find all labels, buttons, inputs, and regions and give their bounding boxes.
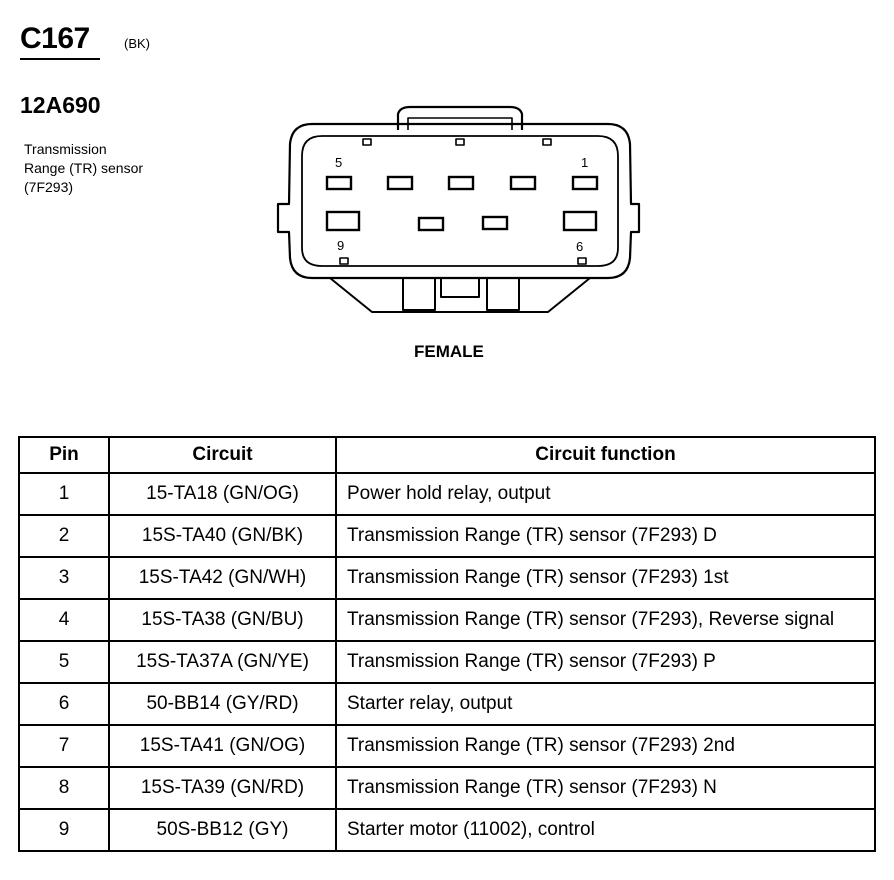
connector-diagram: 5 1 9 6 xyxy=(276,105,641,313)
connector-latch xyxy=(396,105,524,130)
pin-cavity-2 xyxy=(509,175,537,191)
circuit-code: 50S-BB12 (GY) xyxy=(108,808,337,852)
circuit-code: 15S-TA37A (GN/YE) xyxy=(108,640,337,684)
circuit-function: Transmission Range (TR) sensor (7F293) N xyxy=(335,766,876,810)
connector-tab-center xyxy=(440,277,480,298)
pin-number: 1 xyxy=(18,472,110,516)
pin-number: 6 xyxy=(18,682,110,726)
pin-label-6: 6 xyxy=(576,239,583,254)
circuit-code: 15S-TA40 (GN/BK) xyxy=(108,514,337,558)
connector-tab-left xyxy=(402,277,436,311)
pin-cavity-1 xyxy=(571,175,599,191)
table-row: 7 15S-TA41 (GN/OG) Transmission Range (T… xyxy=(18,724,876,768)
pin-cavity-7 xyxy=(481,215,509,231)
table-row: 5 15S-TA37A (GN/YE) Transmission Range (… xyxy=(18,640,876,684)
table-row: 6 50-BB14 (GY/RD) Starter relay, output xyxy=(18,682,876,726)
connector-flange xyxy=(329,277,591,313)
pin-label-1: 1 xyxy=(581,155,588,170)
pin-number: 7 xyxy=(18,724,110,768)
pin-cavity-3 xyxy=(447,175,475,191)
pin-cavity-8 xyxy=(417,216,445,232)
pin-cavity-5 xyxy=(325,175,353,191)
component-line-2: Range (TR) sensor xyxy=(24,160,144,176)
circuit-function: Transmission Range (TR) sensor (7F293) P xyxy=(335,640,876,684)
pin-label-9: 9 xyxy=(337,238,344,253)
connector-tab-right xyxy=(486,277,520,311)
connector-gender: FEMALE xyxy=(414,342,484,361)
pin-cavity-4 xyxy=(386,175,414,191)
circuit-function: Starter relay, output xyxy=(335,682,876,726)
table-row: 3 15S-TA42 (GN/WH) Transmission Range (T… xyxy=(18,556,876,600)
pinout-table: Pin Circuit Circuit function 1 15-TA18 (… xyxy=(18,436,876,852)
pin-cavity-6 xyxy=(562,210,598,232)
circuit-code: 15S-TA39 (GN/RD) xyxy=(108,766,337,810)
table-row: 4 15S-TA38 (GN/BU) Transmission Range (T… xyxy=(18,598,876,642)
table-row: 9 50S-BB12 (GY) Starter motor (11002), c… xyxy=(18,808,876,852)
pin-number: 8 xyxy=(18,766,110,810)
pin-label-5: 5 xyxy=(335,155,342,170)
table-row: 1 15-TA18 (GN/OG) Power hold relay, outp… xyxy=(18,472,876,516)
connector-housing-inner xyxy=(301,135,619,267)
connector-color: (BK) xyxy=(124,36,150,51)
pin-number: 3 xyxy=(18,556,110,600)
circuit-function: Starter motor (11002), control xyxy=(335,808,876,852)
circuit-code: 15S-TA41 (GN/OG) xyxy=(108,724,337,768)
pin-number: 2 xyxy=(18,514,110,558)
table-row: 2 15S-TA40 (GN/BK) Transmission Range (T… xyxy=(18,514,876,558)
circuit-function: Transmission Range (TR) sensor (7F293) D xyxy=(335,514,876,558)
part-number: 12A690 xyxy=(20,92,101,118)
component-line-3: (7F293) xyxy=(24,179,74,195)
pin-number: 9 xyxy=(18,808,110,852)
connector-housing-outer xyxy=(276,122,641,280)
column-header-circuit: Circuit xyxy=(108,436,337,474)
pin-number: 5 xyxy=(18,640,110,684)
column-header-function: Circuit function xyxy=(335,436,876,474)
column-header-pin: Pin xyxy=(18,436,110,474)
circuit-function: Transmission Range (TR) sensor (7F293) 1… xyxy=(335,556,876,600)
circuit-code: 15S-TA42 (GN/WH) xyxy=(108,556,337,600)
circuit-code: 15S-TA38 (GN/BU) xyxy=(108,598,337,642)
circuit-function: Power hold relay, output xyxy=(335,472,876,516)
circuit-function: Transmission Range (TR) sensor (7F293) 2… xyxy=(335,724,876,768)
table-header-row: Pin Circuit Circuit function xyxy=(18,436,876,474)
connector-id: C167 xyxy=(20,22,100,60)
pin-cavity-9 xyxy=(325,210,361,232)
pin-number: 4 xyxy=(18,598,110,642)
component-line-1: Transmission xyxy=(24,141,107,157)
circuit-code: 50-BB14 (GY/RD) xyxy=(108,682,337,726)
component-description: Transmission Range (TR) sensor (7F293) xyxy=(24,140,143,197)
circuit-code: 15-TA18 (GN/OG) xyxy=(108,472,337,516)
table-row: 8 15S-TA39 (GN/RD) Transmission Range (T… xyxy=(18,766,876,810)
circuit-function: Transmission Range (TR) sensor (7F293), … xyxy=(335,598,876,642)
